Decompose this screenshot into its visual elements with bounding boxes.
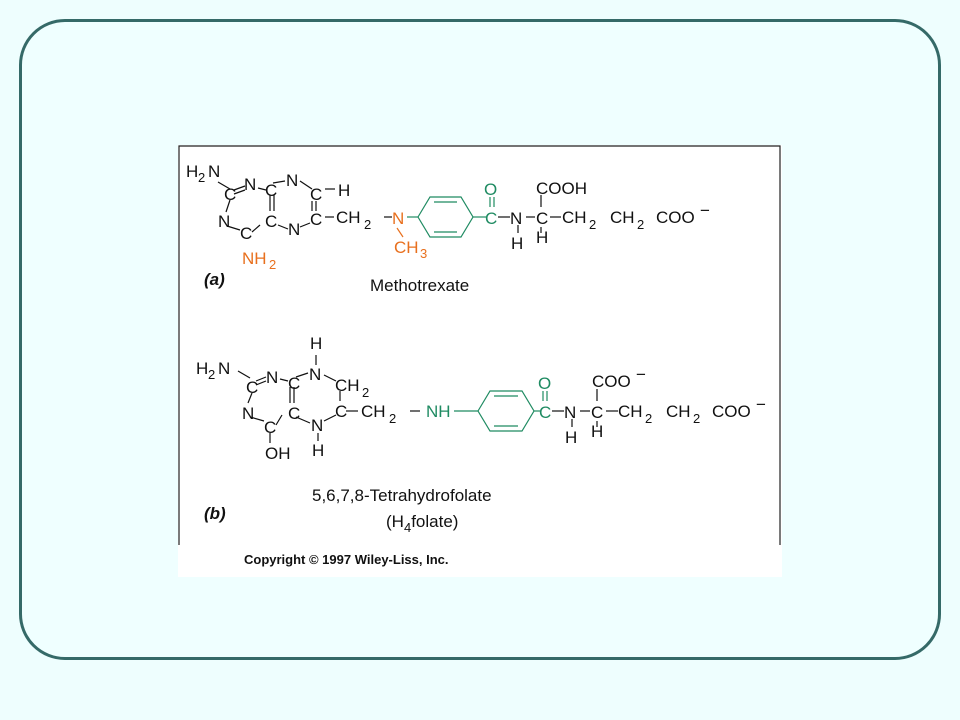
atom-label: 4 (404, 520, 411, 535)
atom-label: C (265, 181, 277, 200)
atom-label: N (244, 175, 256, 194)
atom-label: OH (265, 444, 291, 463)
atom-label: 2 (589, 217, 596, 232)
atom-label: N (311, 416, 323, 435)
atom-label: CH (336, 208, 361, 227)
atom-label: N (266, 368, 278, 387)
atom-label: C (310, 210, 322, 229)
atom-label: C (246, 378, 258, 397)
atom-label: C (265, 212, 277, 231)
atom-label: N (242, 404, 254, 423)
atom-label: COOH (536, 179, 587, 198)
structures-diagram: H 2 N C N C N C H N C N C CH 2 C NH 2 N … (178, 145, 781, 545)
atom-label: O (484, 180, 497, 199)
atom-label: H (536, 228, 548, 247)
atom-label: COO (592, 372, 631, 391)
atom-label: C (224, 185, 236, 204)
label-b: (b) (204, 504, 226, 523)
atom-label: − (636, 365, 646, 384)
atom-label: H (338, 181, 350, 200)
atom-label: C (536, 209, 548, 228)
atom-label: COO (712, 402, 751, 421)
atom-label: NH (426, 402, 451, 421)
atom-label: C (288, 404, 300, 423)
atom-label: CH (666, 402, 691, 421)
atom-label: C (288, 374, 300, 393)
atom-label: H (591, 422, 603, 441)
atom-label: 2 (198, 170, 205, 185)
copyright-notice: Copyright © 1997 Wiley-Liss, Inc. (244, 552, 449, 567)
atom-label: N (392, 209, 404, 228)
atom-label: 3 (420, 246, 427, 261)
methotrexate-structure: H 2 N C N C N C H N C N C CH 2 C NH 2 N … (186, 162, 710, 295)
atom-label: C (310, 185, 322, 204)
atom-label: 2 (269, 257, 276, 272)
atom-label: H (310, 334, 322, 353)
atom-label: N (286, 171, 298, 190)
atom-label: CH (618, 402, 643, 421)
h4folate-name: (H4folate) (386, 512, 458, 535)
atom-label: − (756, 395, 766, 414)
atom-label: O (538, 374, 551, 393)
atom-label: N (208, 162, 220, 181)
atom-label: H (196, 359, 208, 378)
atom-label: CH (562, 208, 587, 227)
atom-label: C (485, 209, 497, 228)
atom-label: 2 (389, 411, 396, 426)
atom-label: H (312, 441, 324, 460)
atom-label: CH (335, 376, 360, 395)
atom-label: N (564, 403, 576, 422)
atom-label: H (511, 234, 523, 253)
atom-label: (H (386, 512, 404, 531)
methotrexate-name: Methotrexate (370, 276, 469, 295)
tetrahydrofolate-structure: H H 2 N C N C N CH 2 N C C CH 2 N H C OH… (196, 334, 766, 535)
figure-panel: H 2 N C N C N C H N C N C CH 2 C NH 2 N … (178, 145, 782, 577)
atom-label: C (539, 403, 551, 422)
atom-label: 2 (645, 411, 652, 426)
atom-label: COO (656, 208, 695, 227)
atom-label: N (510, 209, 522, 228)
tetrahydrofolate-name: 5,6,7,8-Tetrahydrofolate (312, 486, 492, 505)
atom-label: H (565, 428, 577, 447)
label-a: (a) (204, 270, 225, 289)
atom-label: N (309, 365, 321, 384)
atom-label: C (335, 402, 347, 421)
atom-label: C (264, 418, 276, 437)
atom-label: folate) (411, 512, 458, 531)
atom-label: H (186, 162, 198, 181)
atom-label: 2 (693, 411, 700, 426)
atom-label: CH (361, 402, 386, 421)
atom-label: CH (610, 208, 635, 227)
atom-label: C (591, 403, 603, 422)
atom-label: CH (394, 238, 419, 257)
atom-label: N (218, 359, 230, 378)
atom-label: − (700, 201, 710, 220)
atom-label: N (218, 212, 230, 231)
atom-label: NH (242, 249, 267, 268)
atom-label: C (240, 224, 252, 243)
atom-label: 2 (208, 367, 215, 382)
atom-label: N (288, 220, 300, 239)
atom-label: 2 (364, 217, 371, 232)
atom-label: 2 (362, 385, 369, 400)
atom-label: 2 (637, 217, 644, 232)
